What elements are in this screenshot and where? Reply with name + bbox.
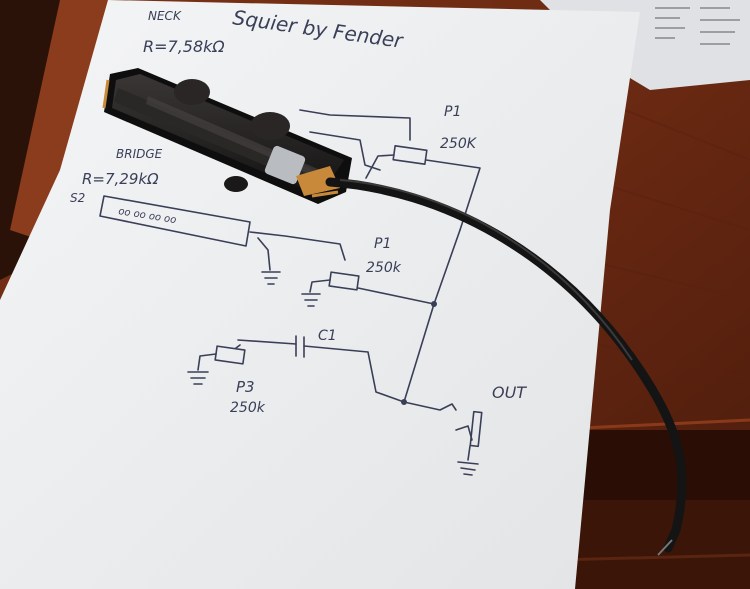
cable-highlight	[339, 179, 633, 361]
p3-value: 250k	[230, 400, 266, 416]
neck-resistance: R=7,58kΩ	[143, 37, 225, 56]
p3-label: P3	[236, 378, 255, 396]
drawer-panel	[555, 500, 750, 589]
p1-top-value: 250K	[440, 136, 478, 152]
p1-mid-label: P1	[374, 236, 391, 252]
c1-label: C1	[318, 328, 337, 344]
s2-label: S2	[70, 191, 85, 205]
junction-dots	[401, 301, 437, 405]
bridge-resistance: R=7,29kΩ	[82, 170, 159, 188]
bridge-pickup-outline	[99, 195, 251, 247]
background-paper-text	[655, 7, 740, 45]
p1-mid-value: 250k	[366, 260, 402, 276]
drawer-line	[554, 553, 750, 562]
neck-label: NECK	[148, 9, 182, 23]
p1-top-label: P1	[444, 104, 461, 120]
cable-end	[657, 539, 673, 556]
neck-pickup-object	[102, 68, 352, 204]
out-label: OUT	[492, 383, 527, 402]
left-wood-strip	[10, 0, 110, 240]
bridge-label: BRIDGE	[116, 147, 163, 161]
